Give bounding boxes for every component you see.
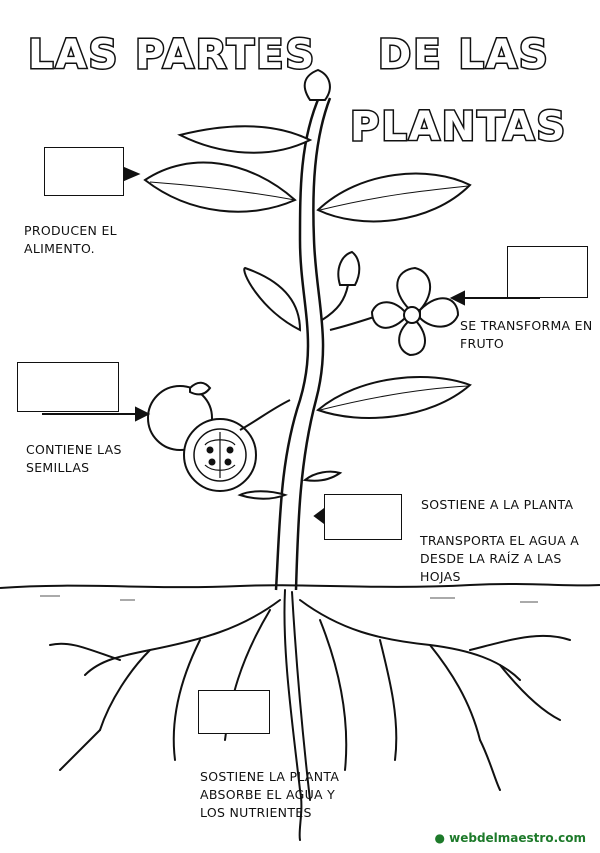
arrows [42, 166, 540, 524]
label-box-fruit[interactable] [17, 362, 119, 412]
label-stem-2: TRANSPORTA EL AGUA A DESDE LA RAÍZ A LAS… [420, 533, 580, 584]
title-line1-right: DE LAS [378, 32, 550, 78]
label-flower: SE TRANSFORMA EN FRUTO [460, 318, 593, 351]
credit-text: webdelmaestro.com [449, 831, 586, 845]
label-leaf: PRODUCEN EL ALIMENTO. [24, 223, 117, 256]
label-box-leaf[interactable] [44, 147, 124, 196]
fruit [147, 381, 291, 492]
soil-texture [40, 595, 538, 603]
leaves [143, 125, 472, 500]
title-line1-left: LAS PARTES [28, 32, 316, 78]
flower [329, 266, 460, 357]
label-box-root[interactable] [198, 690, 270, 734]
roots [49, 589, 571, 841]
label-box-stem[interactable] [324, 494, 402, 540]
copyright-icon: ● [434, 831, 445, 845]
flower-bud [337, 250, 361, 286]
label-box-flower[interactable] [507, 246, 588, 298]
label-stem-1: SOSTIENE A LA PLANTA [421, 497, 574, 512]
label-root: SOSTIENE LA PLANTA ABSORBE EL AGUA Y LOS… [200, 769, 340, 820]
credit[interactable]: ● webdelmaestro.com [434, 831, 586, 845]
label-fruit: CONTIENE LAS SEMILLAS [26, 442, 122, 475]
title-line2: PLANTAS [350, 104, 567, 150]
ground-line [0, 583, 600, 589]
top-bud [303, 68, 331, 101]
